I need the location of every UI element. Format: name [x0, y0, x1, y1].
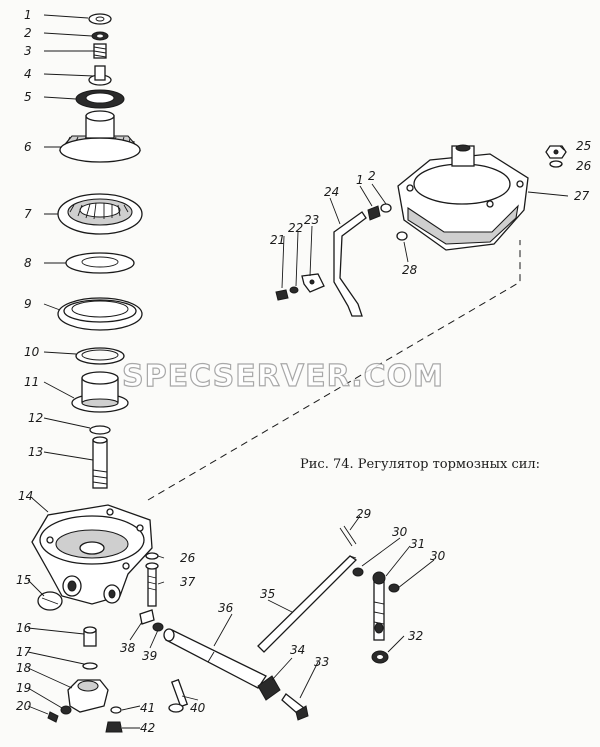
part-4-washer: [82, 662, 98, 670]
label-22: 22: [288, 221, 303, 235]
label-4: 17: [16, 645, 32, 659]
label-6: 15: [16, 573, 31, 587]
part-2-seal: [60, 705, 72, 715]
part-8-valve-stem: [92, 436, 108, 489]
part-5-valve: [83, 626, 97, 647]
label-9: 12: [28, 411, 43, 425]
label-31: 31: [410, 537, 425, 551]
part-25-nut: [545, 145, 567, 159]
assembly-line-main: [147, 240, 521, 501]
part-21-screw: [275, 289, 289, 301]
label-18: 3: [24, 44, 32, 58]
label-30: 30: [392, 525, 408, 539]
figure-caption: Рис. 74. Регулятор тормозных сил:: [300, 457, 540, 472]
part-36-shaft: [163, 628, 267, 689]
label-23: 23: [304, 213, 319, 227]
part-2-washer-upper: [380, 203, 392, 213]
part-18-spring: [93, 43, 107, 59]
part-9-o-ring: [89, 425, 111, 435]
label-13: 8: [24, 256, 32, 270]
callout-labels: 1 2 3 4 5 6 7 8 9 10 11 12 13 14 15 16 1…: [16, 8, 592, 735]
part-29-cotter-pin: [339, 525, 357, 547]
part-23-clip: [301, 273, 325, 293]
label-17: 4: [24, 67, 32, 81]
part-28-plug: [396, 231, 408, 241]
part-14-gear-ring: [57, 193, 143, 235]
part-1-bolt: [47, 711, 59, 723]
part-10-sleeve: [71, 371, 129, 413]
part-1-bolt-upper: [367, 205, 381, 221]
label-41: 41: [140, 701, 155, 715]
label-11: 10: [24, 345, 40, 359]
label-14: 7: [24, 207, 32, 221]
part-15-gear: [58, 110, 142, 163]
label-1-upper: 1: [356, 173, 364, 187]
label-12: 9: [24, 297, 32, 311]
label-2-upper: 2: [368, 169, 376, 183]
part-31-link: [372, 571, 386, 641]
part-34-lever: [257, 675, 281, 701]
part-38-nut: [139, 609, 155, 625]
part-27-cover: [397, 144, 529, 251]
label-42: 42: [140, 721, 155, 735]
label-2: 19: [16, 681, 31, 695]
label-32: 32: [408, 629, 423, 643]
label-26-upper: 26: [576, 159, 592, 173]
label-40: 40: [190, 701, 206, 715]
part-37-bolt: [145, 562, 159, 607]
label-36: 36: [218, 601, 234, 615]
part-40-bolt: [168, 678, 189, 713]
label-21: 21: [270, 233, 285, 247]
part-11-snap-ring: [75, 347, 125, 365]
label-38: 38: [120, 641, 136, 655]
label-19: 2: [24, 26, 32, 40]
label-26-lower: 26: [180, 551, 196, 565]
part-41-ring: [110, 706, 122, 714]
label-28: 28: [402, 263, 418, 277]
part-17-bushing: [88, 65, 112, 86]
part-39-washer: [152, 622, 164, 632]
part-30-washer-upper: [352, 567, 364, 577]
part-22-washer: [289, 286, 299, 294]
label-5: 16: [16, 621, 32, 635]
part-7-housing: [31, 504, 153, 605]
part-19-spring-washer: [91, 31, 109, 41]
label-15: 6: [24, 140, 32, 154]
part-6-plug: [37, 591, 63, 611]
part-33-bolt: [281, 693, 309, 721]
part-24-lever-rod: [333, 211, 367, 317]
part-35-rod: [257, 555, 358, 653]
label-16: 5: [24, 90, 32, 104]
label-3: 18: [16, 661, 32, 675]
label-7: 14: [18, 489, 33, 503]
label-37: 37: [180, 575, 196, 589]
label-33: 33: [314, 655, 329, 669]
part-12-ring: [57, 297, 143, 331]
label-29: 29: [356, 507, 371, 521]
label-8: 13: [28, 445, 43, 459]
label-20: 1: [24, 8, 32, 22]
label-1: 20: [16, 699, 32, 713]
part-3-valve-body: [67, 679, 109, 713]
part-16-seal-ring: [75, 89, 125, 109]
part-20-washer: [88, 13, 112, 25]
label-34: 34: [290, 643, 305, 657]
part-30-washer-right: [388, 583, 400, 593]
label-25: 25: [576, 139, 591, 153]
leader-lines: [27, 14, 569, 729]
watermark: SPECSERVER.COM: [122, 359, 444, 394]
part-26-washer-lower: [145, 552, 159, 560]
label-24: 24: [324, 185, 339, 199]
part-42-bolt: [105, 721, 123, 733]
label-10: 11: [24, 375, 39, 389]
label-39: 39: [142, 649, 157, 663]
label-35: 35: [260, 587, 275, 601]
label-30-right: 30: [430, 549, 446, 563]
part-13-disc: [65, 252, 135, 274]
part-32-clamp: [371, 650, 389, 664]
label-27: 27: [574, 189, 590, 203]
